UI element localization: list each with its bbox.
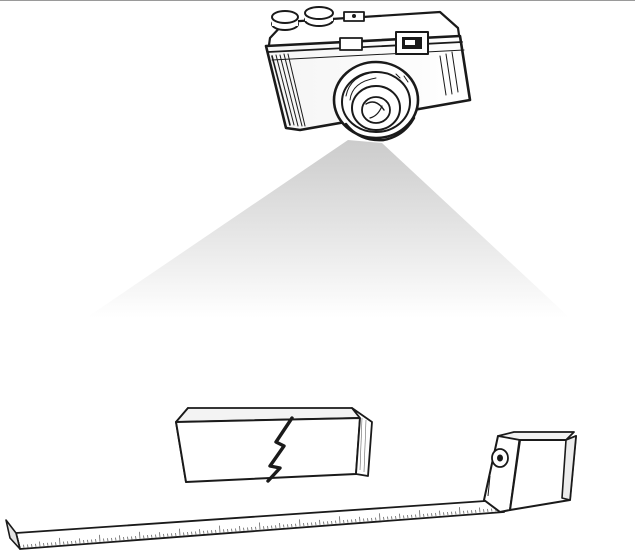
crack [266,416,294,483]
camera-icon [264,6,472,142]
tape-ruler-ticks [23,507,497,548]
field-of-view-cone [86,140,570,318]
specimen-block-icon [175,407,373,483]
measuring-tape-icon [5,431,577,550]
top-border [0,0,635,1]
